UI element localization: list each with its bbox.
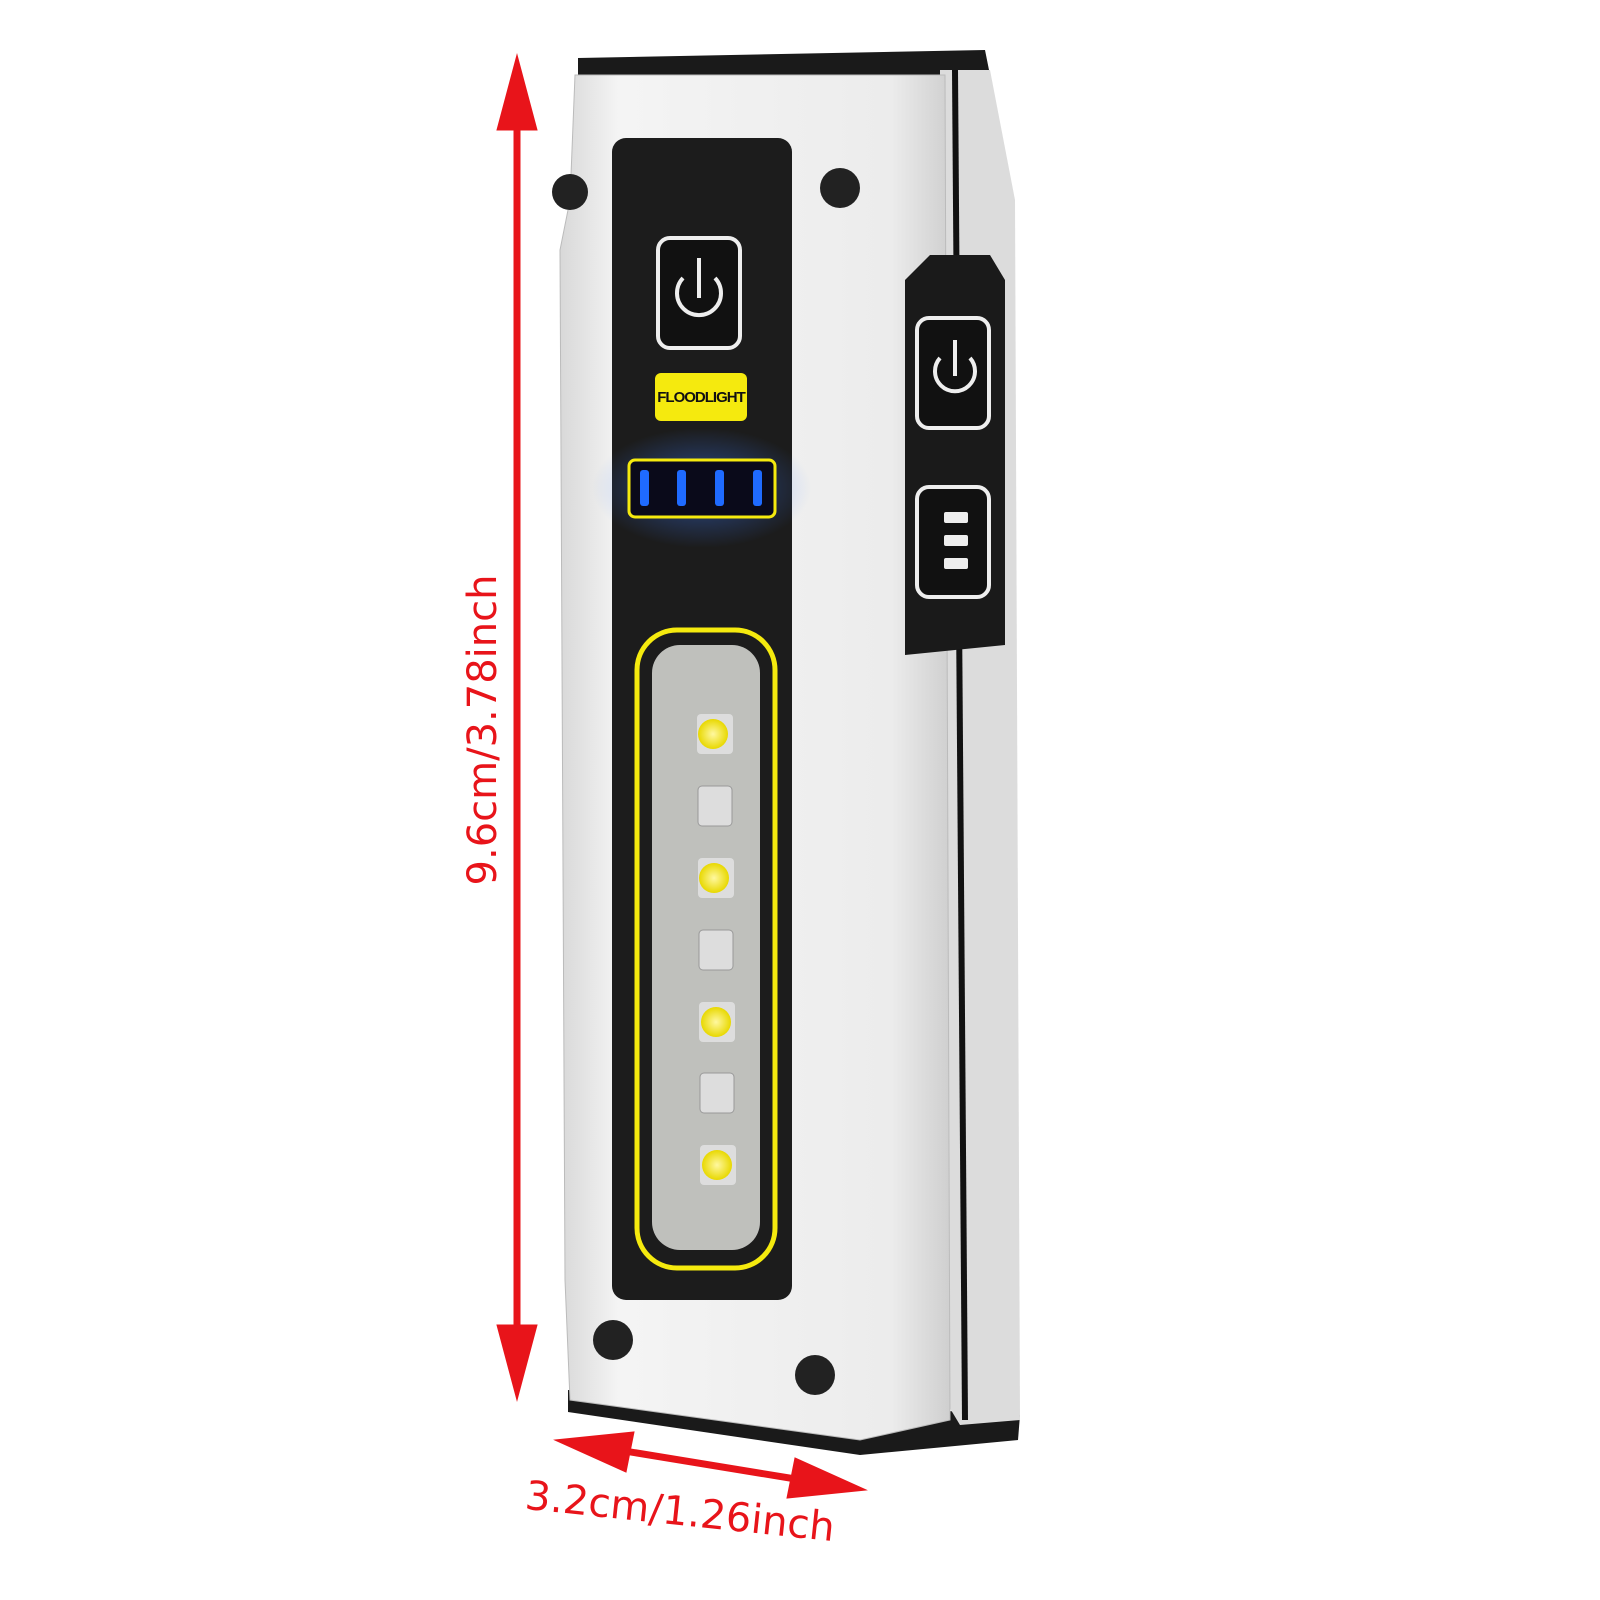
power-button[interactable] [656, 236, 742, 350]
led-window [634, 627, 778, 1271]
power-icon [675, 258, 723, 318]
side-mode-button[interactable] [915, 485, 991, 599]
screws [552, 168, 860, 1395]
height-arrow [496, 53, 538, 1402]
height-dimension-label: 9.6cm/3.78inch [460, 574, 506, 886]
width-arrow [553, 1431, 868, 1499]
led-array [697, 714, 736, 1185]
battery-indicator [627, 458, 777, 519]
menu-icon [944, 512, 968, 569]
floodlight-mode-label: FLOODLIGHT [655, 373, 747, 421]
power-icon [933, 340, 977, 394]
side-power-button[interactable] [915, 316, 991, 430]
top-cap [578, 50, 990, 80]
